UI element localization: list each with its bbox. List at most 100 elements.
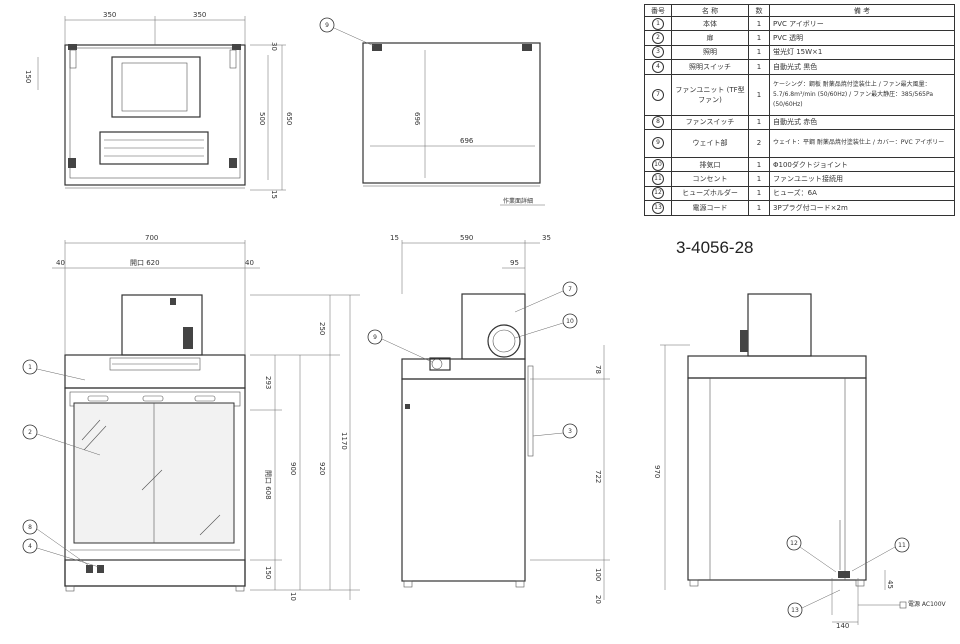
bubble-1: 1 [28, 364, 32, 371]
dim-back-970: 970 [653, 465, 661, 478]
dim-side-100: 100 [594, 568, 602, 581]
table-row: 13 電源コード 1 3Pプラグ付コード×2m [644, 200, 955, 216]
row-number: 1 [652, 17, 664, 30]
plan-view: 350 350 30 500 650 15 150 [24, 11, 293, 199]
dim-front-w: 700 [145, 234, 158, 242]
table-row: 9 ウェイト部 2 ウェイト：平鋼 耐薬品焼付塗装仕上 / カバー：PVC アイ… [644, 128, 955, 158]
row-number: 11 [652, 173, 664, 186]
table-row: 1 本体 1 PVC アイボリー [644, 15, 955, 32]
row-note: 3Pプラグ付コード×2m [769, 200, 955, 216]
row-qty: 1 [748, 114, 770, 130]
bubble-3: 3 [568, 428, 572, 435]
row-name: ヒューズホルダー [671, 185, 749, 202]
header-no: 番号 [644, 4, 672, 17]
row-qty: 1 [748, 185, 770, 202]
dim-front-920: 920 [318, 462, 326, 475]
dim-side-95: 95 [510, 259, 519, 267]
row-note: PVC 透明 [769, 30, 955, 46]
bubble-2: 2 [28, 429, 32, 436]
dim-front-open: 開口 620 [130, 259, 160, 267]
row-name: 照明 [671, 44, 749, 61]
dim-top-l: 150 [24, 70, 32, 83]
bubble-11: 11 [898, 542, 906, 549]
catalog-number: 3-4056-28 [676, 238, 754, 257]
dim-side-top-w: 696 [460, 137, 474, 145]
dim-top-r3: 650 [285, 112, 293, 125]
row-note: 自動光式 赤色 [769, 114, 955, 130]
row-qty: 1 [748, 59, 770, 75]
row-number: 8 [652, 116, 664, 129]
parts-table: 番号 名 称 数 備 考 1 本体 1 PVC アイボリー 2 扉 1 PVC … [644, 4, 955, 216]
row-name: 電源コード [671, 200, 749, 216]
row-number: 3 [652, 46, 664, 59]
table-row: 4 照明スイッチ 1 自動光式 黒色 [644, 59, 955, 75]
table-row: 12 ヒューズホルダー 1 ヒューズ：6A [644, 185, 955, 202]
bubble-13: 13 [791, 607, 799, 614]
bubble-12: 12 [790, 540, 798, 547]
row-name: ファンスイッチ [671, 114, 749, 130]
row-name: 照明スイッチ [671, 59, 749, 75]
table-row: 2 扉 1 PVC 透明 [644, 30, 955, 46]
table-row: 10 排気口 1 Φ100ダクトジョイント [644, 156, 955, 173]
rear-view: 970 140 45 電源 AC100V 12 11 13 [653, 293, 947, 630]
dim-front-293: 293 [264, 376, 272, 389]
dim-back-45: 45 [886, 580, 894, 589]
row-name: 本体 [671, 15, 749, 32]
row-qty: 1 [748, 156, 770, 173]
row-note: PVC アイボリー [769, 15, 955, 32]
header-note: 備 考 [769, 4, 955, 17]
bubble-10: 10 [566, 318, 574, 325]
dim-top-r4: 15 [270, 190, 278, 199]
row-note: ケーシング：鋼板 耐薬品焼付塗装仕上 / ファン最大風量：5.7/6.8m³/m… [769, 73, 955, 116]
dim-front-1170: 1170 [340, 432, 348, 450]
dim-front-10: 10 [289, 592, 297, 601]
row-note: ヒューズ：6A [769, 185, 955, 202]
dim-top-r1: 30 [270, 42, 278, 51]
row-qty: 1 [748, 44, 770, 61]
dim-back-140: 140 [836, 622, 849, 630]
row-name: ファンユニット (TF型ファン) [671, 73, 749, 116]
row-number: 7 [652, 88, 664, 101]
dim-side-top-h: 696 [413, 112, 421, 126]
dim-front-250: 250 [318, 322, 326, 335]
row-note: 自動光式 黒色 [769, 59, 955, 75]
bubble-9-top: 9 [325, 22, 329, 29]
row-number: 4 [652, 60, 664, 73]
row-qty: 1 [748, 73, 770, 116]
row-qty: 1 [748, 15, 770, 32]
header-qty: 数 [748, 4, 770, 17]
dim-side-35: 35 [542, 234, 551, 242]
power-label: 電源 AC100V [908, 600, 947, 608]
dim-front-150: 150 [264, 566, 272, 579]
table-row: 11 コンセント 1 ファンユニット接続用 [644, 171, 955, 187]
dim-front-r40: 40 [245, 259, 254, 267]
cabinet-top-view: 696 696 9 作業面詳細 [319, 17, 545, 206]
side-view: 15 590 35 95 78 722 100 20 9 7 10 3 [367, 234, 610, 604]
parts-table-header: 番号 名 称 数 備 考 [644, 4, 955, 17]
table-row: 8 ファンスイッチ 1 自動光式 赤色 [644, 114, 955, 130]
dim-side-20: 20 [594, 595, 602, 604]
dim-front-open-h: 開口 608 [264, 470, 272, 500]
row-number: 12 [652, 187, 664, 200]
dim-side-590: 590 [460, 234, 473, 242]
bubble-4: 4 [28, 543, 32, 550]
bubble-9-side: 9 [373, 334, 377, 341]
row-name: 排気口 [671, 156, 749, 173]
dim-side-15: 15 [390, 234, 399, 242]
dim-top-r2: 500 [258, 112, 266, 125]
dim-front-900: 900 [289, 462, 297, 475]
row-note: Φ100ダクトジョイント [769, 156, 955, 173]
row-number: 9 [652, 137, 664, 150]
dim-top-b: 350 [193, 11, 206, 19]
row-note: ウェイト：平鋼 耐薬品焼付塗装仕上 / カバー：PVC アイボリー [769, 128, 955, 158]
row-name: コンセント [671, 171, 749, 187]
row-qty: 1 [748, 171, 770, 187]
row-number: 13 [652, 201, 664, 214]
header-name: 名 称 [671, 4, 749, 17]
bubble-7: 7 [568, 286, 572, 293]
front-view: 700 40 開口 620 40 250 293 開口 608 900 920 … [22, 234, 360, 601]
row-qty: 1 [748, 30, 770, 46]
row-note: 蛍光灯 15W×1 [769, 44, 955, 61]
table-row: 3 照明 1 蛍光灯 15W×1 [644, 44, 955, 61]
